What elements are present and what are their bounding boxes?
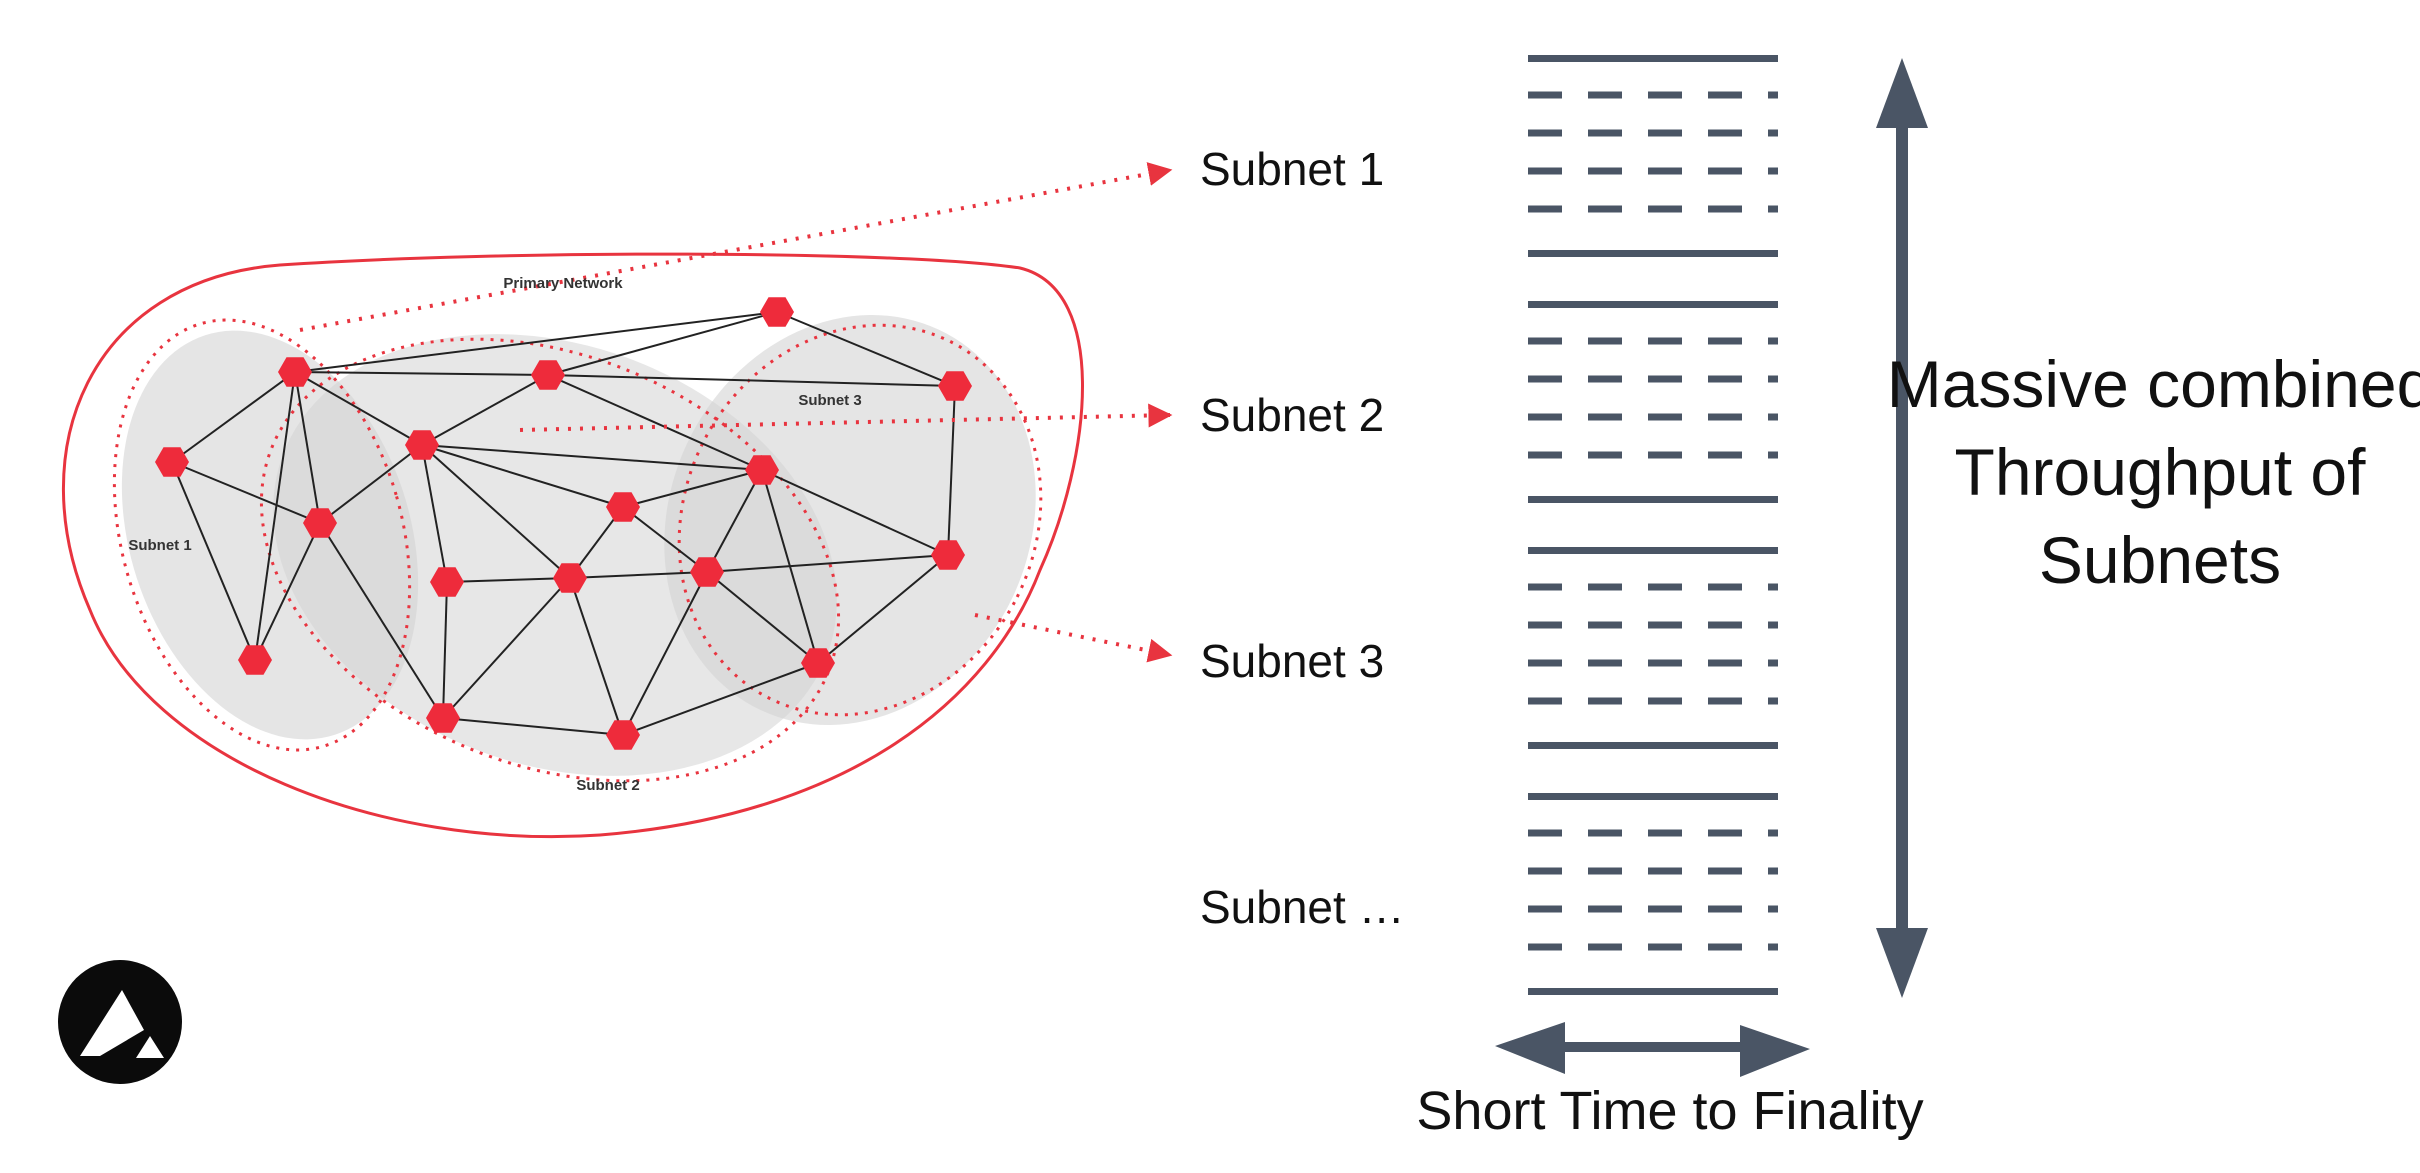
finality-arrow [1495,1022,1810,1077]
subnet-pointers [299,162,1173,663]
subnet-bar-solid [1528,496,1778,503]
subnet-2-pointer [519,403,1173,432]
finality-label: Short Time to Finality [1416,1081,1924,1141]
subnet-bar-solid [1528,547,1778,554]
hexagon-node-icon [430,567,464,597]
hexagon-node-icon [278,357,312,387]
subnet-1-boundary [112,318,412,752]
hexagon-node-icon [553,563,587,593]
hexagon-node-icon [690,557,724,587]
subnet-1-pointer [299,162,1173,332]
hexagon-node-icon [760,297,794,327]
subnet-label-1: Subnet 1 [1200,143,1385,195]
network-nodes [155,297,972,750]
hexagon-node-icon [155,447,189,477]
subnet-bar-solid [1528,301,1778,308]
inner-subnet-2-label: Subnet 2 [576,777,639,794]
hexagon-node-icon [238,645,272,675]
hexagon-node-icon [606,492,640,522]
hexagon-node-icon [931,540,965,570]
subnet-label-2: Subnet 2 [1200,389,1385,441]
throughput-label: Massive combined Throughput of Subnets [1886,347,2420,597]
throughput-arrow [1876,58,1928,998]
hexagon-node-icon [801,648,835,678]
hexagon-node-icon [426,703,460,733]
subnet-bar-solid [1528,742,1778,749]
subnet-bar-stack [1528,55,1778,995]
subnet-label-more: Subnet … [1200,881,1405,933]
hexagon-node-icon [606,720,640,750]
hexagon-node-icon [938,371,972,401]
subnet-bar-solid [1528,250,1778,257]
avalanche-logo-icon [58,960,182,1084]
subnet-3-boundary [677,323,1043,717]
avalanche-logo-mark [80,990,164,1058]
hexagon-node-icon [405,430,439,460]
network-edges [171,311,956,736]
subnet-3-region [664,315,1036,725]
inner-subnet-1-label: Subnet 1 [128,537,191,554]
hexagon-node-icon [303,508,337,538]
hexagon-node-icon [745,455,779,485]
inner-subnet-3-label: Subnet 3 [798,392,861,409]
subnet-bar-solid [1528,988,1778,995]
primary-network-label: Primary Network [503,275,623,292]
subnet-bar-solid [1528,793,1778,800]
subnet-label-3: Subnet 3 [1200,635,1385,687]
primary-network-boundary [61,252,1084,839]
subnet-bar-solid [1528,55,1778,62]
hexagon-node-icon [531,360,565,390]
